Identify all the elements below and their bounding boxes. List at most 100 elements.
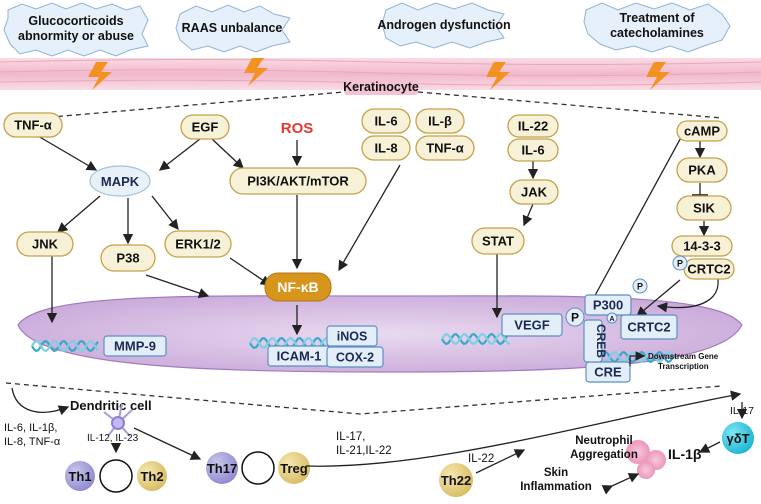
node-crtc2: CRTC2 bbox=[683, 258, 735, 280]
node-il22-label: IL-22 bbox=[518, 119, 548, 134]
transcription-arrow bbox=[629, 351, 646, 366]
node-sik: SIK bbox=[676, 195, 732, 221]
th-junction bbox=[99, 459, 133, 493]
node-p1433-label: 14-3-3 bbox=[683, 239, 721, 254]
node-pka: PKA bbox=[676, 157, 728, 183]
th2-cell bbox=[137, 461, 167, 491]
node-il8-label: IL-8 bbox=[374, 141, 397, 156]
svg-text:catecholamines: catecholamines bbox=[610, 26, 704, 40]
node-p1433: 14-3-3 bbox=[671, 235, 733, 257]
th17-junction bbox=[241, 451, 275, 485]
dna-helix-icon bbox=[441, 332, 511, 346]
th22-label: Th22 bbox=[441, 473, 471, 488]
dendritic-cell-label: Dendritic cell bbox=[70, 398, 152, 413]
th1-label: Th1 bbox=[68, 469, 91, 484]
th17-cell bbox=[206, 452, 238, 484]
nuclear-node-vegf: VEGF bbox=[501, 313, 563, 337]
stressor-burst-1: Glucocorticoids abnormity or abuse bbox=[3, 2, 149, 57]
node-p38: P38 bbox=[100, 244, 156, 272]
dna-helix-icon bbox=[31, 339, 99, 353]
th1-cell bbox=[65, 461, 95, 491]
nuclear-node-cox2-label: COX-2 bbox=[336, 351, 374, 365]
phospho-badge-label: P bbox=[677, 259, 683, 269]
nuclear-node-mmp9: MMP-9 bbox=[103, 335, 167, 357]
node-egf-label: EGF bbox=[192, 120, 219, 135]
downstream-label-1: Downstream Gene bbox=[648, 352, 719, 361]
node-jnk-label: JNK bbox=[32, 237, 59, 252]
nuclear-node-icam1-label: ICAM-1 bbox=[277, 349, 322, 364]
svg-text:abnormity or abuse: abnormity or abuse bbox=[18, 29, 134, 43]
node-sik-label: SIK bbox=[693, 201, 715, 216]
treg-label: Treg bbox=[280, 461, 308, 476]
phospho-badge-0: P bbox=[672, 255, 688, 271]
lightning-icon bbox=[88, 58, 670, 90]
svg-text:Androgen dysfunction: Androgen dysfunction bbox=[377, 18, 510, 32]
node-jnk: JNK bbox=[16, 231, 74, 257]
node-il6: IL-6 bbox=[361, 108, 411, 134]
node-pi3k: PI3K/AKT/mTOR bbox=[229, 167, 367, 195]
node-tnfa-label: TNF-α bbox=[14, 118, 52, 133]
node-pi3k-label: PI3K/AKT/mTOR bbox=[247, 174, 349, 189]
il17-group-line-1: IL-17, bbox=[336, 431, 365, 443]
node-ilb-label: IL-β bbox=[428, 114, 452, 129]
keratinocyte-tag bbox=[344, 79, 418, 95]
th17-label: Th17 bbox=[207, 461, 237, 476]
downstream-label-2: Transcription bbox=[658, 362, 709, 371]
nuclear-node-p300: P300 bbox=[584, 294, 632, 316]
il12-il23-label: IL-12, IL-23 bbox=[87, 433, 139, 444]
mapk-label: MAPK bbox=[101, 174, 140, 189]
keratinocyte-label: Keratinocyte bbox=[343, 80, 419, 94]
nuclear-nodes: MMP-9ICAM-1iNOSCOX-2VEGFP300CRTC2CRECREB… bbox=[103, 294, 678, 383]
node-stat: STAT bbox=[471, 227, 525, 255]
node-camp: cAMP bbox=[676, 120, 728, 142]
gdt-label: γδT bbox=[726, 431, 749, 446]
ros-label: ROS bbox=[281, 120, 314, 137]
node-pka-label: PKA bbox=[688, 163, 716, 178]
th22-cell bbox=[439, 463, 473, 497]
nfkb-node bbox=[264, 272, 332, 302]
svg-text:Glucocorticoids: Glucocorticoids bbox=[28, 14, 123, 28]
treg-cell bbox=[278, 452, 310, 484]
cell-boundary-left bbox=[39, 91, 345, 119]
neutrophil-icon bbox=[626, 440, 666, 479]
nfkb-label: NF-κB bbox=[277, 279, 318, 295]
nuclear-node-cox2: COX-2 bbox=[326, 346, 384, 368]
immune-section: IL-6, IL-1β, IL-8, TNF-α Dendritic cell … bbox=[4, 387, 754, 497]
th2-label: Th2 bbox=[140, 469, 163, 484]
node-tnfa: TNF-α bbox=[3, 112, 63, 138]
nuclear-node-icam1: ICAM-1 bbox=[267, 345, 331, 367]
nuclear-node-cre-label: CRE bbox=[594, 365, 622, 380]
cytokine-line-1: IL-6, IL-1β, bbox=[4, 422, 57, 434]
node-il6-label: IL-6 bbox=[374, 114, 397, 129]
node-jak: JAK bbox=[509, 179, 559, 205]
nuclear-node-crtc2-label: CRTC2 bbox=[627, 320, 670, 335]
nuclear-a-badge: A bbox=[606, 312, 618, 324]
cell-boundary-right bbox=[417, 91, 723, 119]
svg-text:RAAS unbalance: RAAS unbalance bbox=[182, 21, 283, 35]
il17-group-line-2: IL-21,IL-22 bbox=[336, 445, 392, 457]
nuclear-p-badge: P bbox=[565, 307, 585, 327]
node-egf: EGF bbox=[180, 114, 230, 140]
phospho-badge-1: P bbox=[632, 278, 648, 294]
node-erk-label: ERK1/2 bbox=[175, 237, 221, 252]
dendritic-cell-icon bbox=[103, 403, 133, 437]
node-jak-label: JAK bbox=[521, 185, 548, 200]
node-camp-label: cAMP bbox=[684, 124, 720, 139]
nuclear-node-inos-label: iNOS bbox=[337, 330, 368, 344]
neutrophil-line-2: Aggregation bbox=[570, 449, 638, 461]
mapk-node bbox=[89, 165, 151, 197]
node-il22: IL-22 bbox=[507, 114, 559, 138]
cytokine-line-2: IL-8, TNF-α bbox=[4, 436, 61, 448]
nuclear-node-p300-label: P300 bbox=[593, 298, 623, 313]
phospho-badge-label: P bbox=[637, 282, 643, 292]
cell-boundary-bottom bbox=[5, 382, 723, 415]
il1b-label: IL-1β bbox=[668, 446, 702, 462]
node-stat-label: STAT bbox=[482, 234, 514, 249]
node-p38-label: P38 bbox=[116, 251, 139, 266]
pathway-arrows bbox=[37, 120, 710, 336]
il22-label: IL-22 bbox=[468, 453, 494, 465]
node-ilb: IL-β bbox=[415, 108, 465, 134]
